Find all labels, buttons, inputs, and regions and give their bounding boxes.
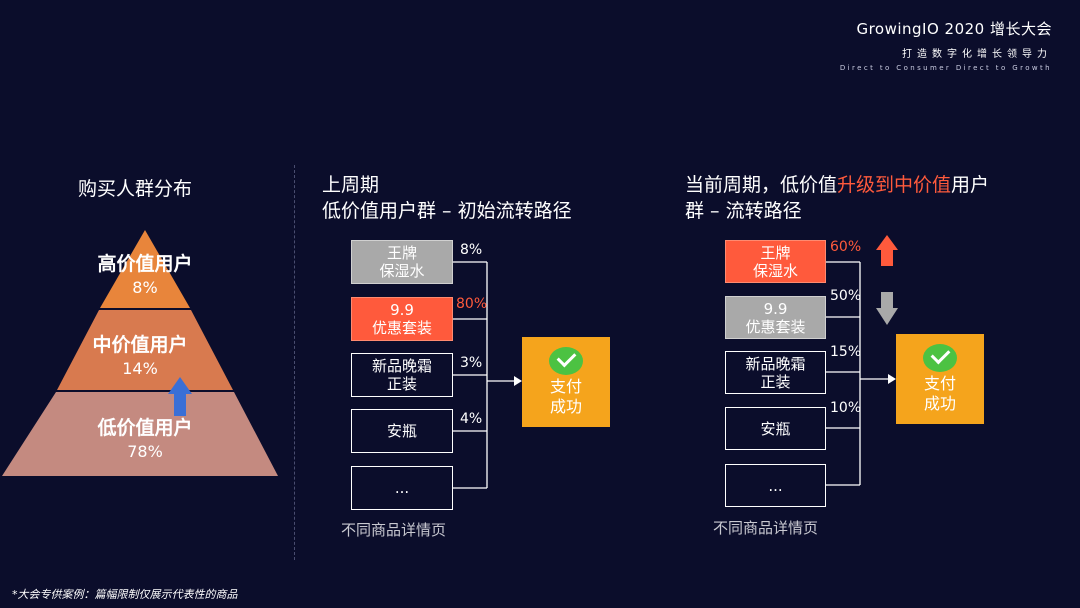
product-label-line1: 王牌: [386, 244, 417, 262]
current-title-part-b: 用户: [951, 174, 990, 196]
product-box-more: ...: [725, 464, 826, 507]
product-label-line2: 正装: [386, 375, 417, 393]
product-box-moisturizer: 王牌保湿水: [725, 240, 826, 283]
tier-high-label: 高价值用户 8%: [45, 249, 245, 297]
pyramid-tier-mid: [57, 310, 233, 390]
tier-low-label: 低价值用户 78%: [45, 413, 245, 461]
tier-high-name: 高价值用户: [97, 253, 193, 275]
brand-title: GrowingIO 2020 增长大会: [856, 20, 1052, 38]
current-title-line2: 群 – 流转路径: [685, 200, 802, 222]
product-label-line2: 优惠套装: [745, 317, 806, 336]
conversion-pct: 80%: [456, 296, 488, 312]
product-label-line1: 9.9: [390, 301, 414, 319]
brand-tagline: Direct to Consumer Direct to Growth: [839, 64, 1052, 72]
product-box-night-cream: 新品晚霜正装: [725, 351, 826, 394]
wechat-pay-icon: [923, 344, 957, 372]
conversion-pct: 10%: [830, 400, 862, 416]
brand-subtitle: 打造数字化增长领导力: [902, 49, 1052, 60]
section-divider: [294, 165, 295, 560]
product-label-line2: 保湿水: [752, 261, 798, 280]
wechat-pay-icon: [549, 347, 583, 375]
product-box-more: ...: [351, 466, 453, 510]
conversion-pct: 8%: [460, 242, 483, 258]
current-period-title: 当前周期，低价值升级到中价值用户 群 – 流转路径: [685, 172, 989, 224]
upgrade-arrow-icon: [168, 377, 192, 416]
last-period-title-line1: 上周期: [322, 174, 380, 196]
pyramid-title: 购买人群分布: [78, 178, 193, 200]
tier-high-pct: 8%: [132, 278, 158, 297]
product-label-line1: 安瓶: [760, 419, 791, 438]
conversion-pct: 4%: [460, 411, 483, 427]
payment-success-box: 支付 成功: [522, 337, 610, 427]
conversion-pct: 50%: [830, 288, 862, 304]
tier-mid-pct: 14%: [122, 359, 158, 378]
product-box-ampoule: 安瓶: [351, 409, 453, 453]
down-arrow-icon: [876, 292, 898, 325]
detail-page-caption: 不同商品详情页: [341, 521, 447, 539]
conversion-pct: 15%: [830, 344, 862, 360]
product-label-line2: 正装: [760, 372, 791, 391]
product-label-line2: 保湿水: [379, 262, 425, 280]
pyramid-tier-high: [100, 230, 190, 308]
product-box-ampoule: 安瓶: [725, 407, 826, 450]
last-period-title-line2: 低价值用户群 – 初始流转路径: [322, 200, 572, 222]
product-label-line1: ...: [768, 476, 783, 495]
product-box-moisturizer: 王牌保湿水: [351, 240, 453, 284]
conversion-pct: 60%: [830, 239, 862, 255]
payment-success-box: 支付 成功: [896, 334, 984, 424]
pay-label-line2: 成功: [923, 394, 956, 413]
pay-label-line1: 支付: [923, 374, 956, 393]
up-arrow-icon: [876, 235, 898, 266]
product-box-night-cream: 新品晚霜正装: [351, 353, 453, 397]
pay-label-line1: 支付: [549, 377, 582, 396]
current-title-highlight: 升级到中价值: [837, 174, 952, 196]
detail-page-caption: 不同商品详情页: [713, 519, 819, 537]
product-label-line2: 优惠套装: [371, 319, 432, 337]
product-label-line1: ...: [394, 479, 410, 497]
tier-low-pct: 78%: [127, 442, 163, 461]
tier-mid-label: 中价值用户 14%: [40, 330, 240, 378]
tier-low-name: 低价值用户: [97, 417, 193, 439]
tier-mid-name: 中价值用户: [92, 334, 188, 356]
product-label-line1: 安瓶: [386, 422, 417, 440]
pyramid-tier-low: [2, 392, 278, 476]
footnote: *大会专供案例：篇幅限制仅展示代表性的商品: [12, 588, 238, 601]
pyramid-chart: [2, 230, 278, 476]
product-label-line1: 王牌: [760, 243, 791, 262]
pay-label-line2: 成功: [549, 397, 582, 416]
current-title-part-a: 当前周期，低价值: [685, 174, 838, 196]
product-label-line1: 新品晚霜: [745, 354, 806, 373]
brand-header: GrowingIO 2020 增长大会 打造数字化增长领导力 Direct to…: [840, 18, 1052, 72]
last-period-title: 上周期 低价值用户群 – 初始流转路径: [322, 172, 572, 224]
product-label-line1: 新品晚霜: [371, 357, 432, 375]
product-label-line1: 9.9: [763, 299, 788, 318]
conversion-pct: 3%: [460, 355, 483, 371]
